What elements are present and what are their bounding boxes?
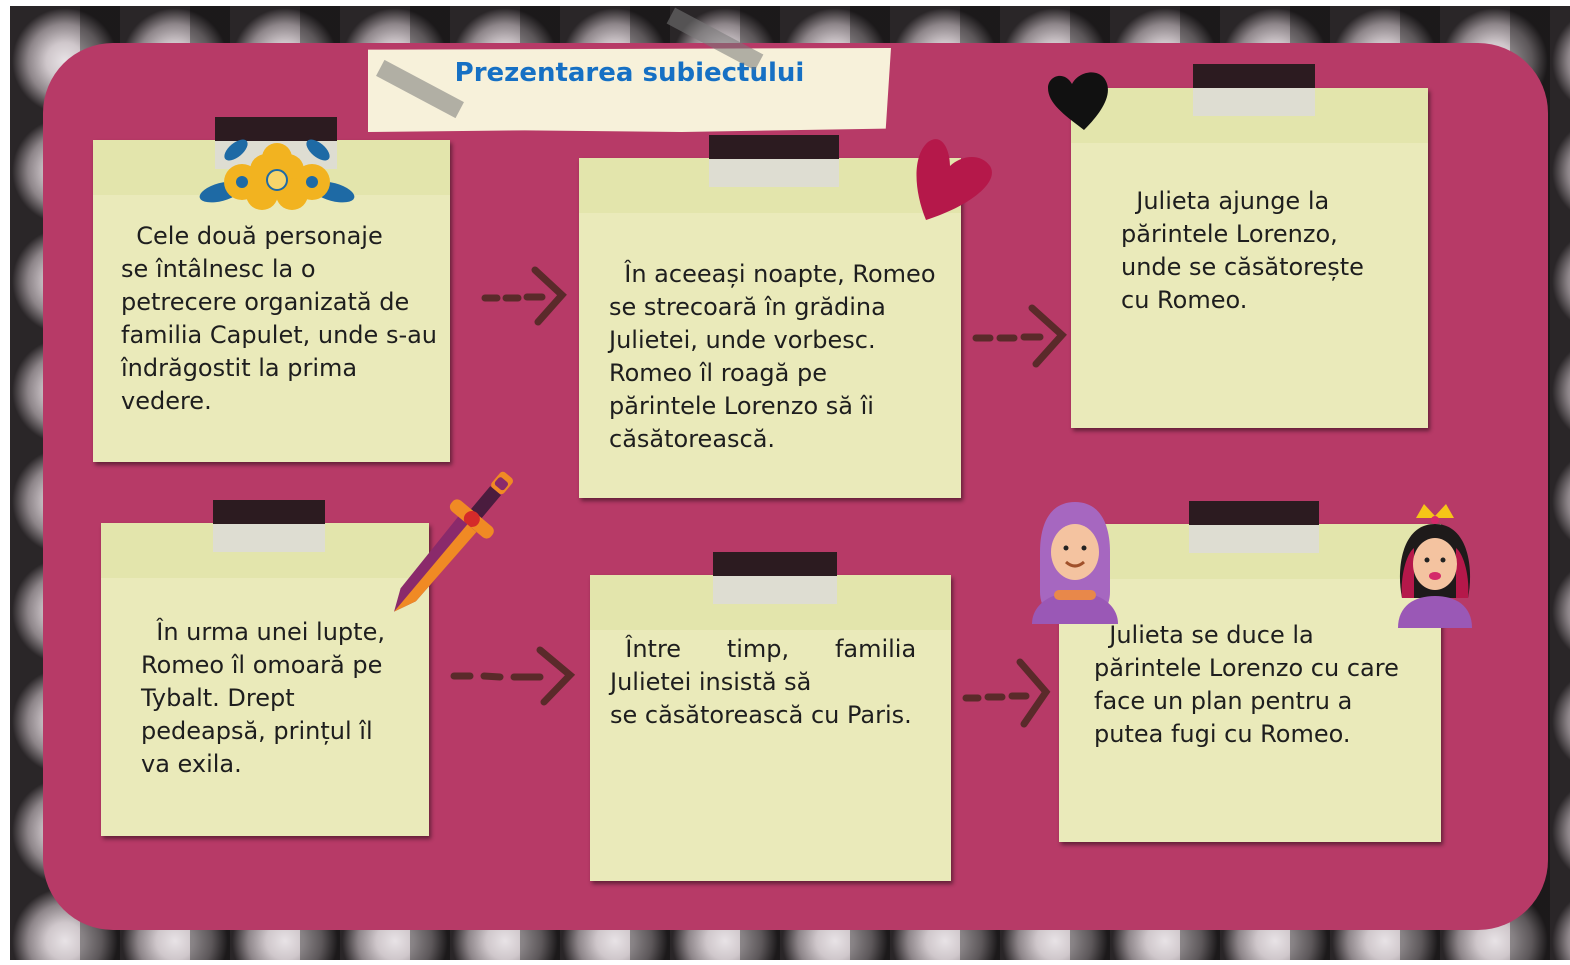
woman-hijab-icon xyxy=(1032,502,1118,624)
tape-note-4 xyxy=(213,500,325,552)
note-6-text: Julieta se duce la părintele Lorenzo cu … xyxy=(1094,621,1399,748)
arrow-icon xyxy=(450,646,576,706)
note-1-text: Cele două personaje se întâlnesc la o pe… xyxy=(121,222,438,415)
story-note-4: În urma unei lupte, Romeo îl omoară pe T… xyxy=(101,523,429,836)
page-title: Prezentarea subiectului xyxy=(454,58,805,88)
princess-icon xyxy=(1398,504,1472,628)
story-note-3: Julieta ajunge la părintele Lorenzo, und… xyxy=(1071,88,1428,428)
dagger-icon xyxy=(394,471,513,612)
story-note-6: Julieta se duce la părintele Lorenzo cu … xyxy=(1059,524,1441,842)
arrow-icon xyxy=(481,266,567,326)
note-3-text: Julieta ajunge la părintele Lorenzo, und… xyxy=(1121,187,1364,314)
arrow-icon xyxy=(972,304,1067,368)
arrow-icon xyxy=(962,658,1051,728)
heart-icon xyxy=(916,139,992,220)
tape-note-3 xyxy=(1193,64,1315,116)
tape-note-6 xyxy=(1189,501,1319,553)
black-heart-icon xyxy=(1048,72,1108,130)
note-2-text: În aceeași noapte, Romeo se strecoară în… xyxy=(609,260,936,453)
tape-note-5 xyxy=(713,552,837,604)
note-4-text: În urma unei lupte, Romeo îl omoară pe T… xyxy=(141,618,385,778)
tape-note-2 xyxy=(709,135,839,187)
note-5-text: Între timp, familia Julietei insistă să … xyxy=(610,635,917,729)
flower-icon xyxy=(199,139,355,210)
story-note-2: În aceeași noapte, Romeo se strecoară în… xyxy=(579,158,961,498)
title-banner: Prezentarea subiectului xyxy=(368,48,891,132)
story-note-5: Între timp, familia Julietei insistă să … xyxy=(590,575,951,881)
